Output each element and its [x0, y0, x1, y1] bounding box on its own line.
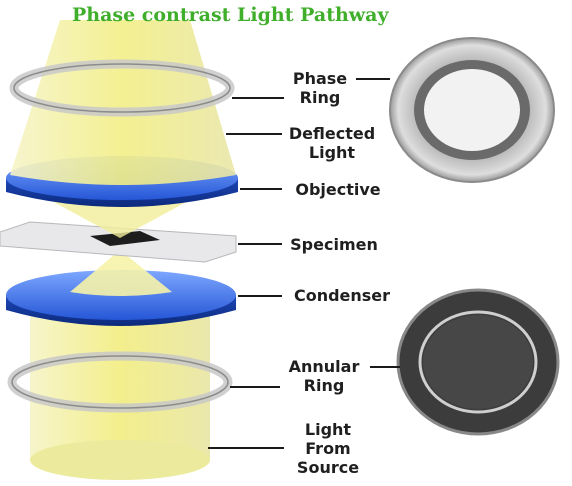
label-deflected-light-line1: Deflected [288, 124, 376, 143]
diffracted-light-cone [50, 200, 190, 238]
diagram-title: Phase contrast Light Pathway [72, 4, 389, 26]
label-light-line1: Light [304, 420, 352, 439]
label-deflected-light-line2: Light [308, 143, 356, 162]
annular-disk-leader [370, 366, 400, 368]
specimen-leader [238, 243, 282, 245]
label-annular-ring: Annular Ring [280, 357, 368, 395]
phase-ring-leader [232, 97, 284, 99]
condensed-light-cone [70, 250, 172, 296]
specimen-slide [0, 221, 237, 263]
condenser-leader [238, 295, 282, 297]
annular-ring-disk [396, 288, 560, 436]
label-annular-ring-line1: Annular [288, 357, 360, 376]
annular-ring-leader [230, 386, 280, 388]
label-objective: Objective [295, 180, 381, 199]
objective-leader [240, 188, 282, 190]
label-light-from-source: Light From Source [288, 420, 368, 477]
deflected-light-beam [10, 20, 236, 185]
light-source-leader [208, 447, 284, 449]
label-specimen: Specimen [290, 235, 378, 254]
label-phase-ring-line1: Phase [292, 69, 348, 88]
label-condenser: Condenser [293, 286, 391, 305]
phase-ring-holder [9, 59, 235, 117]
label-phase-ring-line2: Ring [299, 88, 341, 107]
light-source-beam [30, 300, 210, 480]
deflected-light-leader [226, 133, 282, 135]
phase-disk-leader [356, 78, 390, 80]
label-phase-ring: Phase Ring [286, 69, 354, 107]
annular-ring-holder [7, 351, 233, 413]
label-annular-ring-line2: Ring [303, 376, 345, 395]
label-deflected-light: Deflected Light [284, 124, 380, 162]
phase-ring-disk [389, 37, 555, 183]
label-light-line2: From [305, 439, 351, 458]
label-light-line3: Source [296, 458, 360, 477]
